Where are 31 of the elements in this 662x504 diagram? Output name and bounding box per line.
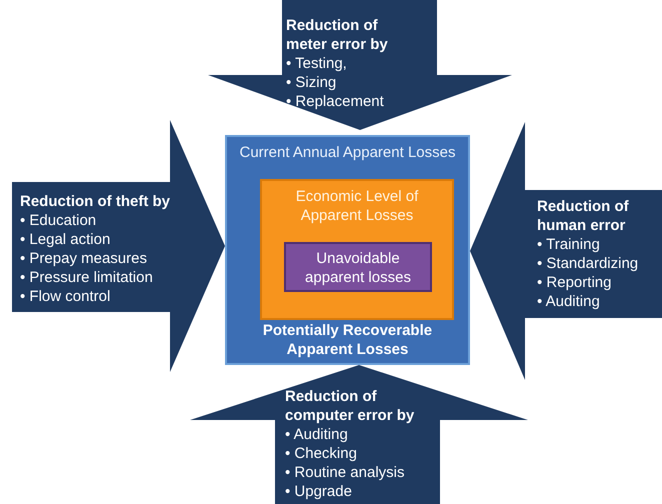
arrow-heading: Reduction of human error xyxy=(537,197,630,235)
arrow-shape xyxy=(190,365,528,504)
bullet-item: • Replacement xyxy=(286,92,385,111)
box-label: Unavoidable apparent losses xyxy=(304,249,412,287)
bullet-item: • Prepay measures xyxy=(20,249,148,268)
nested-box xyxy=(225,135,470,365)
arrow-shape xyxy=(470,122,662,380)
bullet-item: • Testing, xyxy=(286,54,348,73)
bullet-item: • Training xyxy=(537,235,601,254)
bullet-item: • Pressure limitation xyxy=(20,268,154,287)
bullet-item: • Standardizing xyxy=(537,254,640,273)
bullet-item: • Education xyxy=(20,211,98,230)
nested-box xyxy=(260,179,454,320)
arrow-shape xyxy=(208,0,512,130)
arrow-heading: Reduction of meter error by xyxy=(286,16,389,54)
bullet-item: • Routine analysis xyxy=(285,463,406,482)
bullet-item: • Legal action xyxy=(20,230,112,249)
box-label: Economic Level of Apparent Losses xyxy=(294,187,420,225)
bullet-item: • Upgrade xyxy=(285,482,353,501)
nested-box xyxy=(284,242,432,292)
box-title: Current Annual Apparent Losses xyxy=(238,143,456,162)
bullet-item: • Auditing xyxy=(537,292,601,311)
bullet-item: • Flow control xyxy=(20,287,112,306)
bullet-item: • Auditing xyxy=(285,425,349,444)
bullet-item: • Reporting xyxy=(537,273,612,292)
arrow-shape xyxy=(12,120,225,372)
bullet-item: • Checking xyxy=(285,444,358,463)
box-footer: Potentially Recoverable Apparent Losses xyxy=(227,321,468,359)
arrow-heading: Reduction of computer error by xyxy=(285,387,416,425)
arrow-heading: Reduction of theft by xyxy=(20,192,171,211)
bullet-item: • Sizing xyxy=(286,73,338,92)
